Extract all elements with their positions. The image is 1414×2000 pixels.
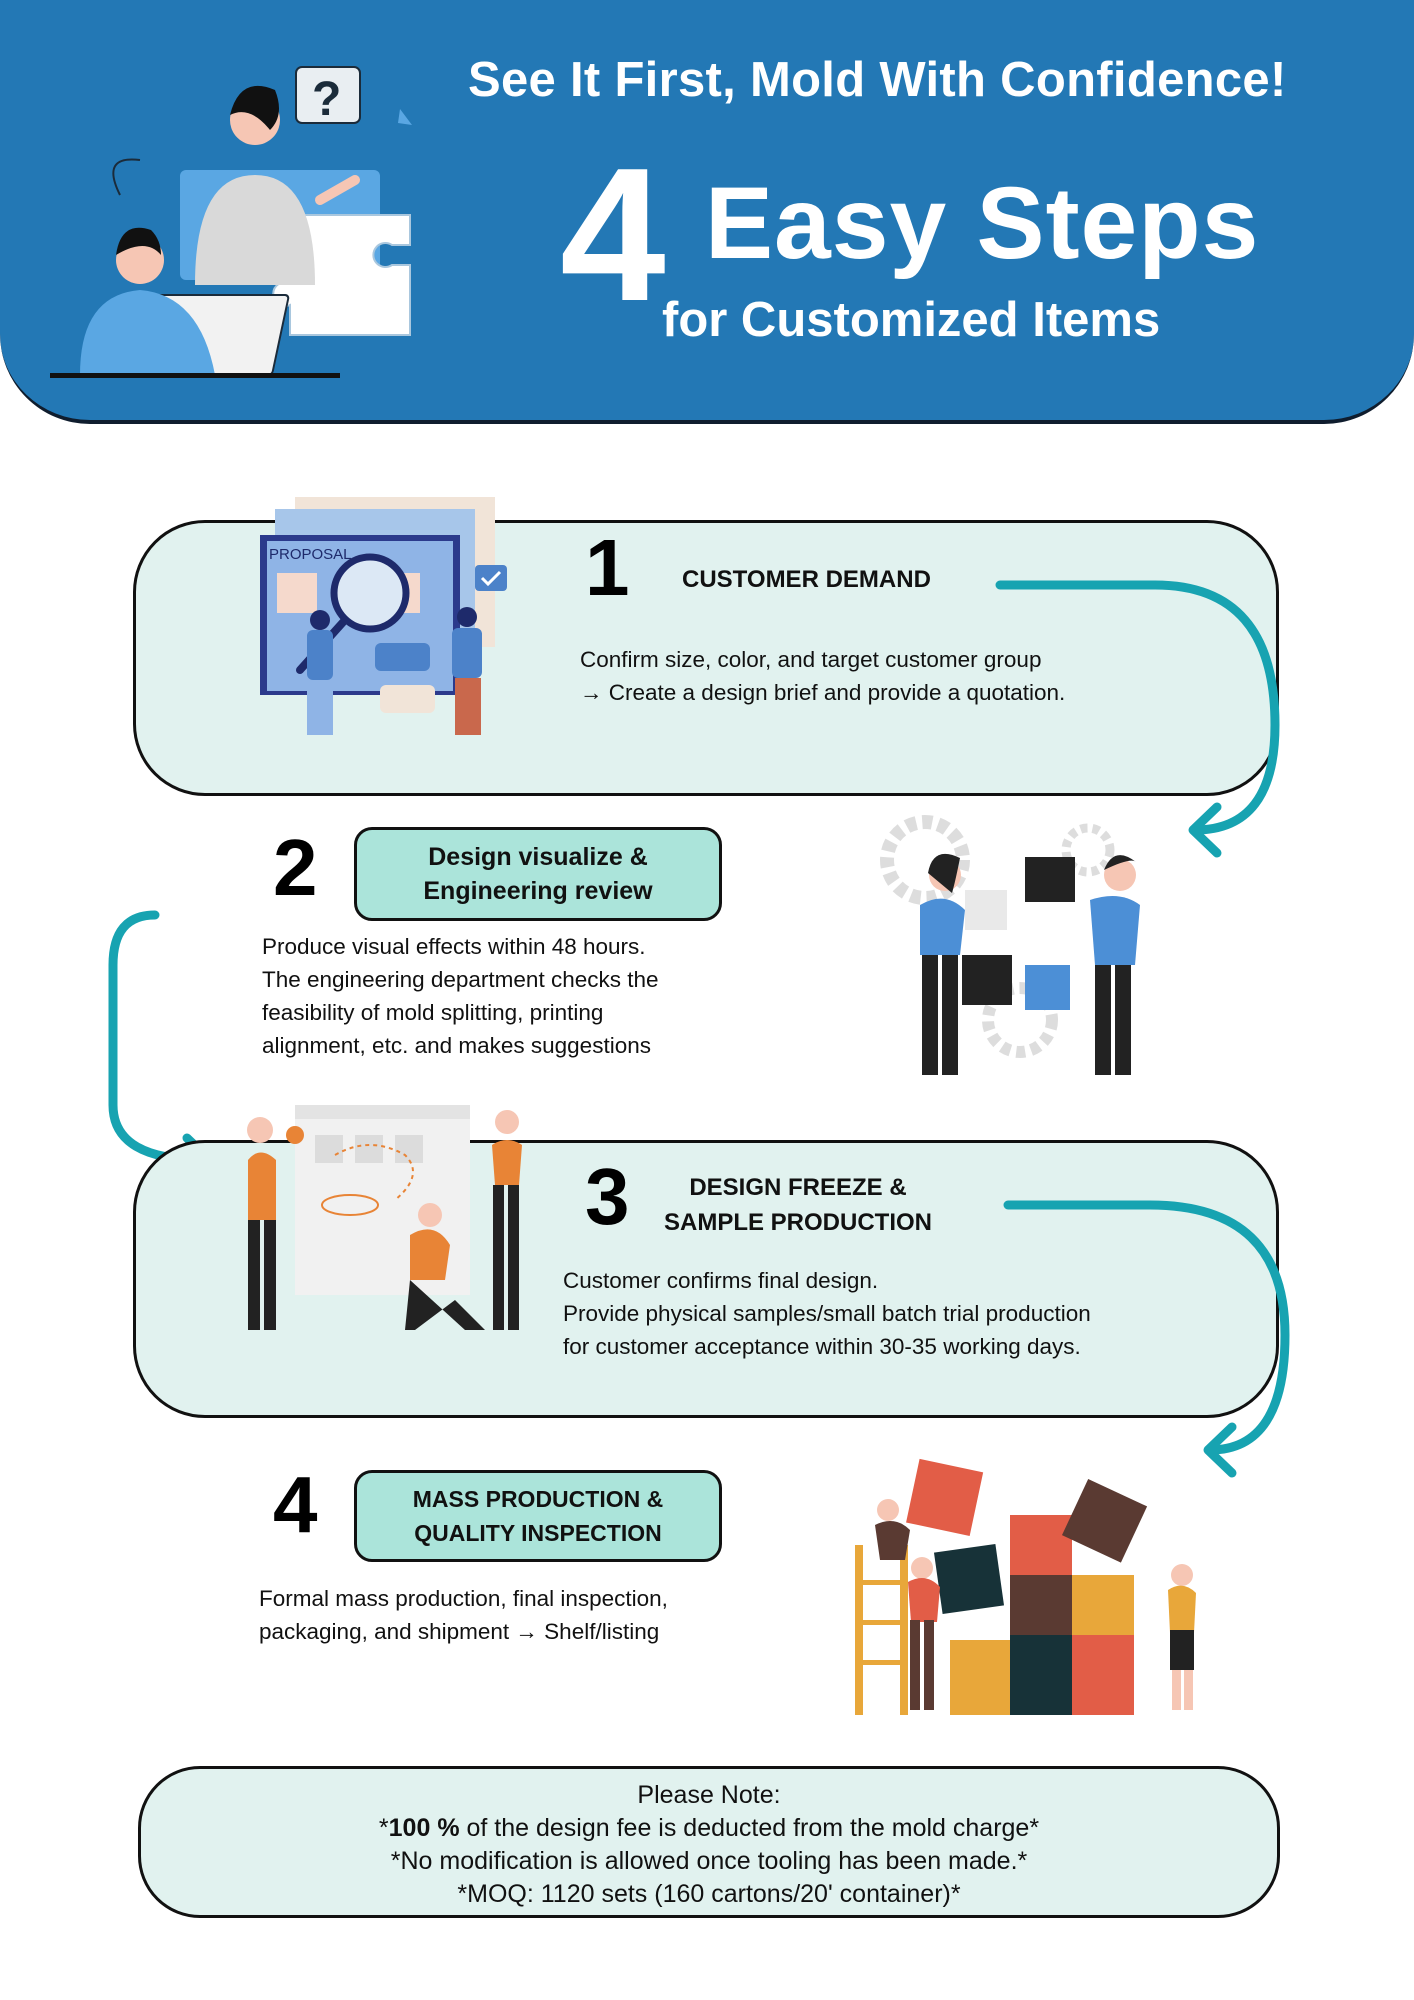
note-line-1-rest: of the design fee is deducted from the m… xyxy=(459,1814,1040,1842)
note-line-1-prefix: * xyxy=(378,1814,389,1842)
arrow-step3-to-step4 xyxy=(1003,1200,1290,1478)
step-2-title-pill: Design visualize & Engineering review xyxy=(354,827,722,921)
svg-text:?: ? xyxy=(312,73,341,126)
header-subtitle: for Customized Items xyxy=(662,293,1161,347)
note-heading: Please Note: xyxy=(637,1781,781,1809)
step-2-number: 2 xyxy=(273,823,318,912)
step-3-title: DESIGN FREEZE & SAMPLE PRODUCTION xyxy=(664,1174,933,1236)
note-box: Please Note: *100 % of the design fee is… xyxy=(138,1766,1280,1918)
team-planning-illustration xyxy=(247,1105,522,1330)
step-4-description: Formal mass production, final inspection… xyxy=(259,1586,668,1644)
note-line-3: *MOQ: 1120 sets (160 cartons/20' contain… xyxy=(457,1880,961,1908)
puzzle-team-illustration xyxy=(880,815,1140,1075)
proposal-label: PROPOSAL xyxy=(269,546,352,563)
step-3-description: Customer confirms final design. Provide … xyxy=(563,1268,1091,1359)
header-tagline: See It First, Mold With Confidence! xyxy=(468,53,1287,107)
arrow-step1-to-step2 xyxy=(995,580,1280,858)
step-3-number: 3 xyxy=(585,1152,630,1241)
step-4-title-pill: MASS PRODUCTION & QUALITY INSPECTION xyxy=(354,1470,722,1562)
step-1-description: Confirm size, color, and target customer… xyxy=(580,647,1066,705)
step-1-number: 1 xyxy=(585,523,630,612)
step-4-number: 4 xyxy=(273,1460,318,1549)
support-team-illustration: ? xyxy=(50,66,412,378)
step-1-title: CUSTOMER DEMAND xyxy=(682,566,931,593)
note-line-1: *100 % of the design fee is deducted fro… xyxy=(141,1812,1277,1845)
step-2-description: Produce visual effects within 48 hours. … xyxy=(262,934,659,1058)
note-line-2: *No modification is allowed once tooling… xyxy=(390,1847,1028,1875)
puzzle-building-illustration xyxy=(855,1458,1196,1715)
proposal-illustration: PROPOSAL xyxy=(260,497,507,735)
note-line-1-percent: 100 % xyxy=(388,1814,460,1842)
header-title: Easy Steps xyxy=(705,166,1260,280)
header-big-number: 4 xyxy=(560,129,666,341)
